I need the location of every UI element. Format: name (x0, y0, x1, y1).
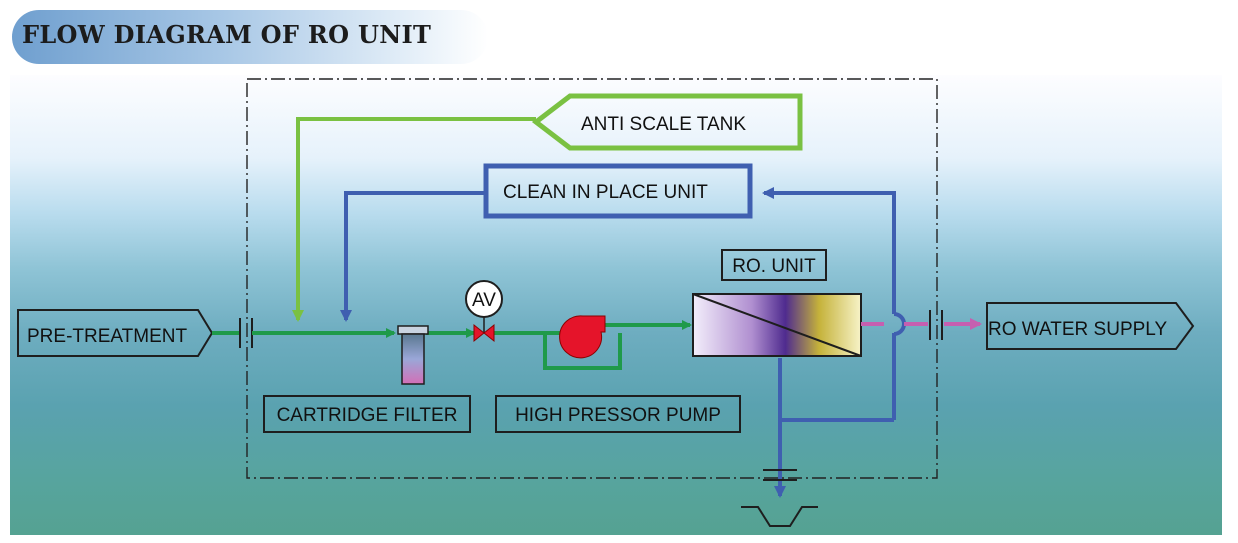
pre-treatment-box: PRE-TREATMENT (17, 309, 214, 357)
drain-symbol (741, 506, 818, 527)
title-banner (12, 10, 488, 64)
ro-water-supply-label: RO WATER SUPPLY (988, 319, 1167, 340)
high-pressure-pump-label-box: HIGH PRESSOR PUMP (495, 395, 741, 433)
outlet-flange (929, 310, 943, 340)
clean-in-place-box: CLEAN IN PLACE UNIT (483, 163, 753, 219)
anti-scale-tank-label: ANTI SCALE TANK (581, 114, 746, 135)
control-valve (473, 323, 495, 343)
ro-unit-label-box: RO. UNIT (721, 249, 827, 281)
cartridge-filter (397, 325, 429, 385)
drain-flange (763, 469, 797, 481)
ro-water-supply-box: RO WATER SUPPLY (986, 302, 1195, 350)
high-pressure-pump-label: HIGH PRESSOR PUMP (515, 405, 721, 426)
ro-unit (692, 293, 862, 357)
system-boundary (246, 78, 938, 479)
av-label: AV (472, 290, 496, 311)
cip-return-line (764, 193, 896, 420)
cartridge-filter-label-box: CARTRIDGE FILTER (263, 395, 471, 433)
cartridge-filter-label: CARTRIDGE FILTER (277, 405, 458, 426)
diagram-background (10, 75, 1222, 535)
pre-treatment-label: PRE-TREATMENT (27, 326, 187, 347)
cip-crossover-hop (893, 312, 906, 336)
diagram-title: FLOW DIAGRAM OF RO UNIT (22, 20, 432, 49)
cip-supply-line (340, 191, 486, 322)
inlet-flange (239, 318, 253, 348)
clean-in-place-label: CLEAN IN PLACE UNIT (503, 182, 708, 203)
anti-scale-tank-box: ANTI SCALE TANK (531, 93, 803, 151)
ro-unit-label: RO. UNIT (732, 256, 816, 277)
av-gauge: AV (465, 280, 503, 333)
anti-scale-dosing-line (292, 117, 536, 322)
high-pressure-pump (559, 315, 606, 359)
pump-bypass-loop (543, 333, 622, 370)
